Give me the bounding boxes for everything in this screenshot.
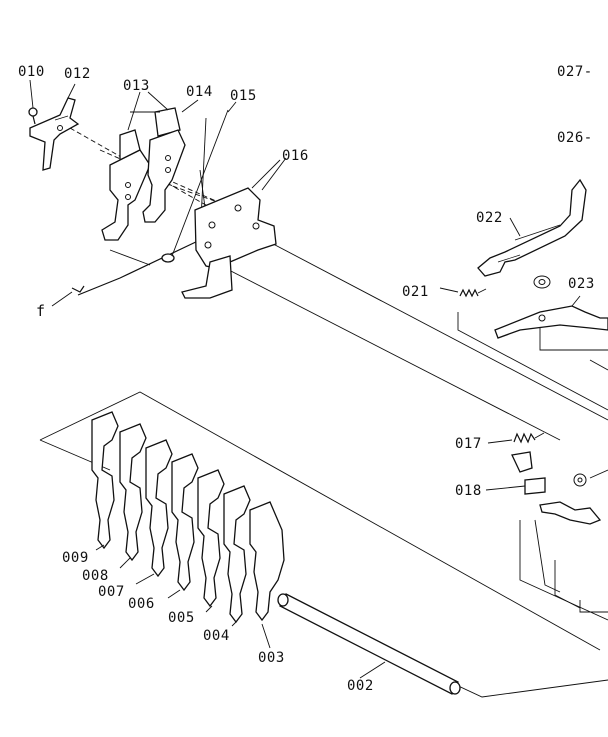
callout-016: 016 [282,148,309,164]
part-015-roller [161,109,229,263]
callout-015: 015 [230,88,257,104]
key-lever [145,439,173,578]
key-lever [197,469,225,608]
callout-009: 009 [62,550,89,566]
callout-002: 002 [347,678,374,694]
key-lever [119,423,147,562]
callout-008: 008 [82,568,109,584]
key-lever [249,501,285,622]
key-lever-bank [91,411,285,624]
part-017-spring [513,432,545,444]
callout-f: f [36,302,46,320]
part-018-bracket [511,451,608,525]
callout-014: 014 [186,84,213,100]
part-013-key-stems [101,107,186,241]
part-022-lever [477,178,587,277]
callout-labels: 010 012 013 014 015 016 f 027- 026- 022 … [18,64,595,694]
leader-lines [29,79,526,679]
part-016-plate [181,159,281,299]
callout-003: 003 [258,650,285,666]
callout-021: 021 [402,284,429,300]
key-lever [223,485,251,624]
key-lever [91,411,119,550]
callout-022: 022 [476,210,503,226]
callout-026: 026- [557,130,593,146]
callout-017: 017 [455,436,482,452]
callout-023: 023 [568,276,595,292]
callout-007: 007 [98,584,125,600]
callout-005: 005 [168,610,195,626]
callout-013: 013 [123,78,150,94]
part-021-spring [459,288,487,298]
callout-006: 006 [128,596,155,612]
callout-018: 018 [455,483,482,499]
callout-012: 012 [64,66,91,82]
callout-027: 027- [557,64,593,80]
assembly-guide-lines [39,127,608,698]
part-012-bracket [29,97,80,171]
part-010-screw [28,107,38,125]
callout-010: 010 [18,64,45,80]
part-023-plate [494,275,608,339]
key-lever [171,453,199,592]
callout-004: 004 [203,628,230,644]
part-002-shaft [277,593,461,695]
